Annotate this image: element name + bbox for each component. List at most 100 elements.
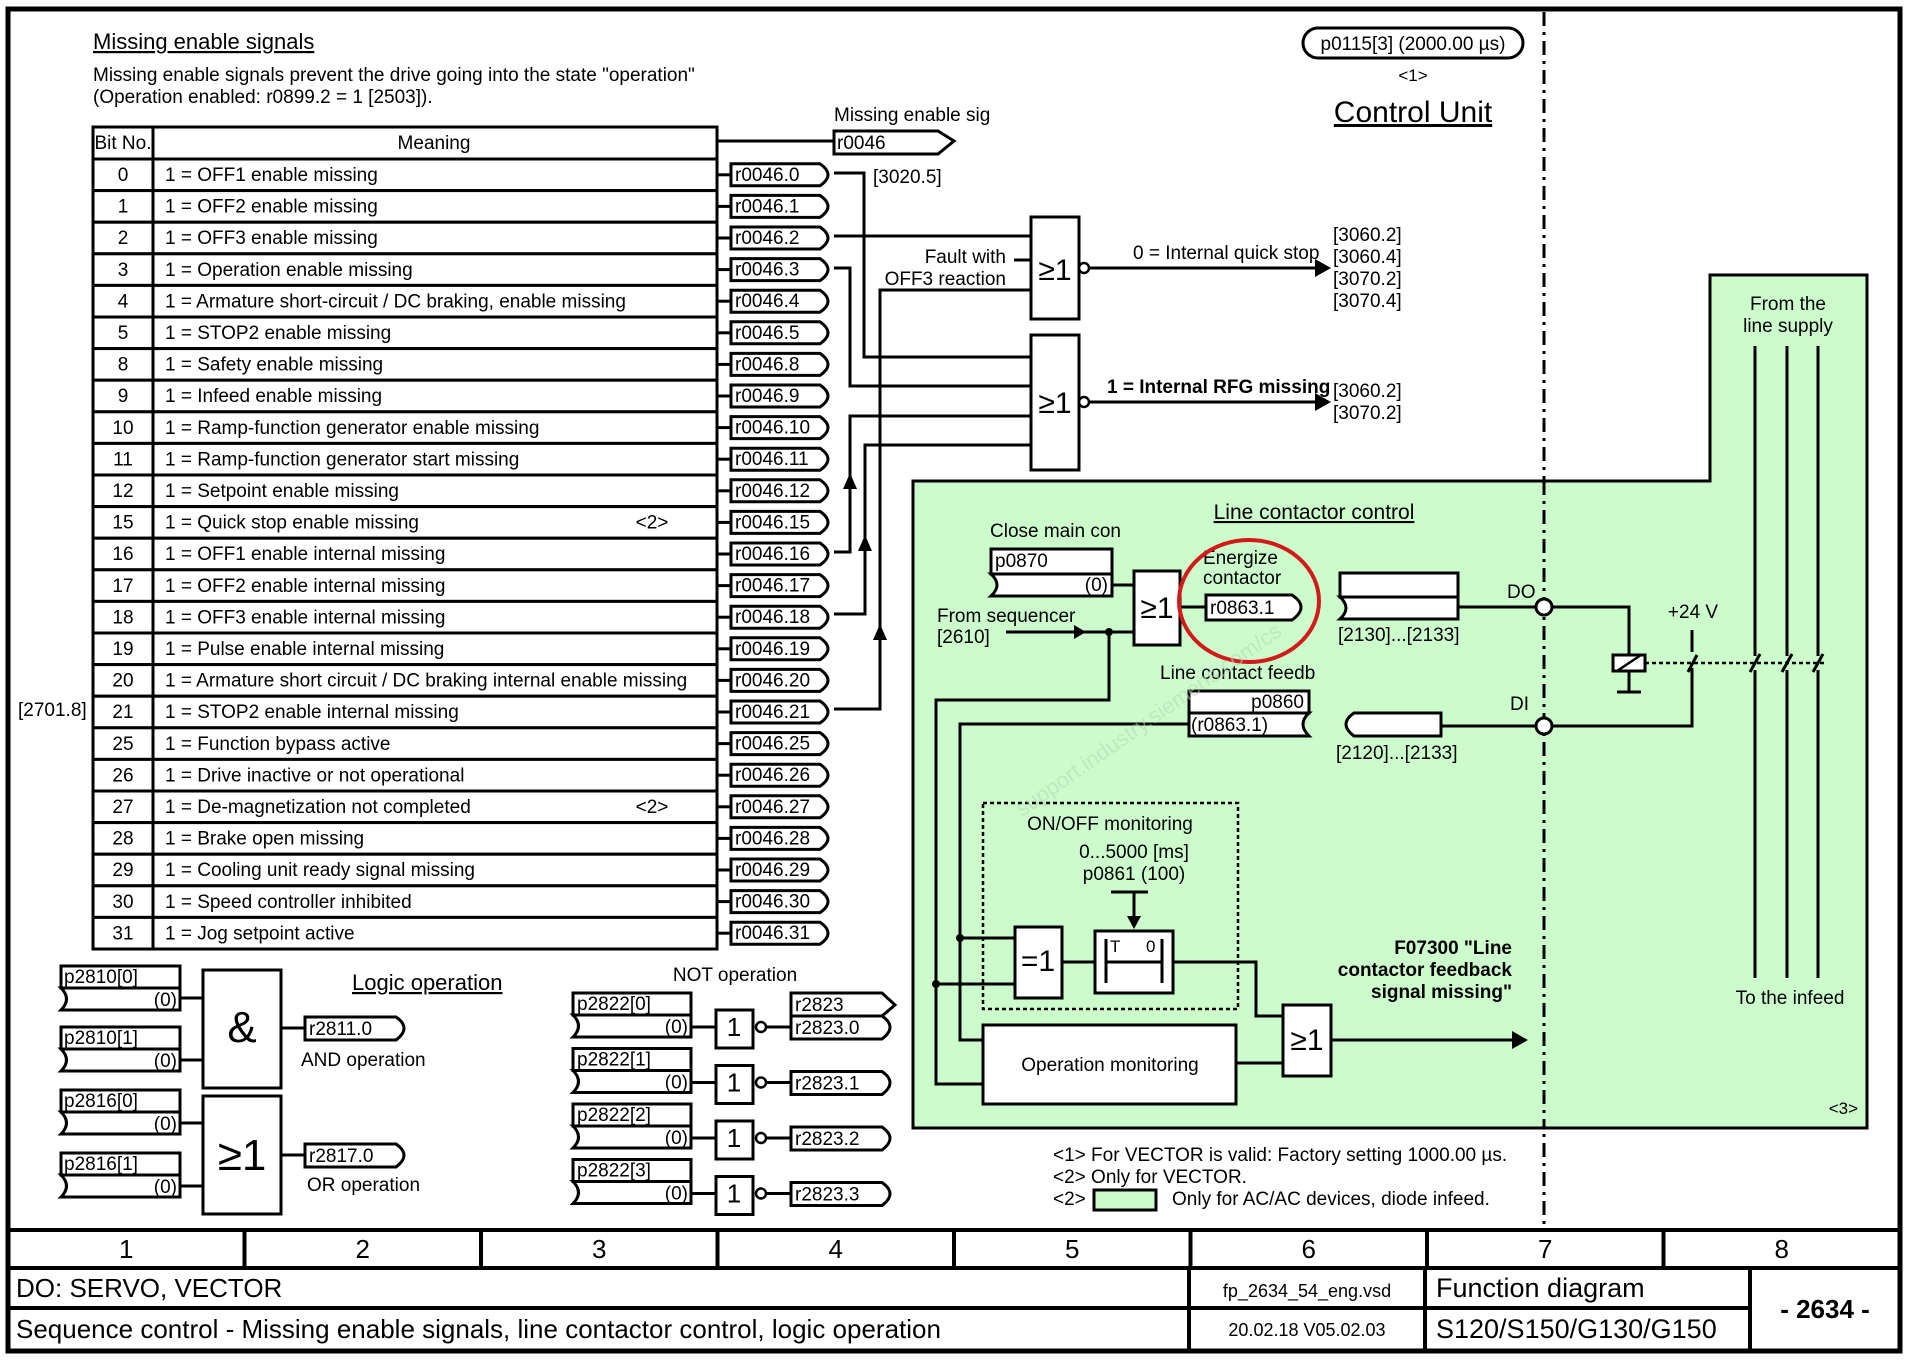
bit-meaning: 1 = Function bypass active — [165, 734, 391, 755]
signal-tag: r0046.17 — [717, 573, 830, 599]
signal-tag: r0046.31 — [717, 920, 830, 946]
signal-tag: r0046.15 — [717, 509, 830, 535]
logic-input-param: p2816[0](0) — [57, 1088, 203, 1136]
bit-meaning: 1 = Ramp-function generator enable missi… — [165, 418, 539, 439]
param-name: p2816[0] — [64, 1091, 138, 1112]
bit-number: 20 — [112, 671, 133, 692]
document-type: Function diagram — [1436, 1273, 1645, 1303]
rfg-ref-1: [3070.2] — [1333, 403, 1402, 424]
column-number: 6 — [1302, 1234, 1316, 1264]
bit-number: 1 — [118, 197, 129, 218]
do-label: DO — [1507, 582, 1536, 603]
bit-number: 16 — [112, 544, 133, 565]
bit-meaning: 1 = Speed controller inhibited — [165, 892, 412, 913]
bit-meaning: 1 = STOP2 enable missing — [165, 323, 391, 344]
signal-tag: r0046.3 — [717, 257, 830, 283]
not-output-signal — [789, 1181, 892, 1207]
signal-tag: r0046.9 — [717, 383, 830, 409]
feedback-param-name: p0860 — [1251, 692, 1304, 713]
quick-stop-ref-0: [3060.2] — [1333, 225, 1402, 246]
column-header-meaning: Meaning — [398, 133, 471, 154]
signal-name: r0046.4 — [735, 291, 800, 312]
not-title: NOT operation — [673, 965, 797, 986]
rfg-output-label: 1 = Internal RFG missing — [1107, 377, 1330, 398]
signal-tag: r0046.16 — [717, 541, 830, 567]
quick-stop-ref-2: [3070.2] — [1333, 269, 1402, 290]
inversion-bubble — [1077, 395, 1091, 409]
param-name: p2822[0] — [577, 994, 651, 1015]
signal-name: r0046.18 — [735, 607, 810, 628]
bit-meaning: 1 = OFF2 enable internal missing — [165, 576, 445, 597]
contactor-or-gate: ≥1 — [1132, 569, 1182, 647]
signal-name: r0046.25 — [735, 734, 810, 755]
param-name: p2810[0] — [64, 967, 138, 988]
bit-number: 12 — [112, 481, 133, 502]
from-sequencer-ref: [2610] — [937, 627, 990, 648]
signal-name: r0046.2 — [735, 228, 799, 249]
energize-signal: r0863.1 — [1210, 598, 1274, 619]
contactor-or-symbol: ≥1 — [1140, 592, 1173, 625]
bit-meaning: 1 = Ramp-function generator start missin… — [165, 449, 519, 470]
column-number: 4 — [829, 1234, 843, 1264]
date-version: 20.02.18 V05.02.03 — [1228, 1320, 1385, 1340]
bit-note: <2> — [636, 513, 669, 534]
sampling-time: p0115[3] (2000.00 µs) — [1321, 34, 1506, 55]
relay-coil-icon — [1611, 653, 1647, 694]
fault-off3-label-2: OFF3 reaction — [885, 269, 1006, 290]
not-output-signal — [789, 1014, 892, 1041]
line-contactor-area — [911, 273, 1869, 1130]
bit-number: 28 — [112, 829, 133, 850]
bit-number: 3 — [118, 260, 129, 281]
param-default: (0) — [154, 990, 177, 1011]
quick-stop-output-label: 0 = Internal quick stop — [1133, 243, 1319, 264]
bit-meaning: 1 = Drive inactive or not operational — [165, 765, 464, 786]
signal-tag: r0046.18 — [717, 604, 830, 630]
bit-meaning: 1 = OFF1 enable internal missing — [165, 544, 445, 565]
arrow-icon — [1315, 393, 1331, 411]
signal-tag: r0046.25 — [717, 731, 830, 757]
signal-tag: r0046.10 — [717, 415, 830, 441]
not-gate — [714, 1119, 755, 1161]
drive-objects: DO: SERVO, VECTOR — [16, 1273, 282, 1303]
signal-name: r0046.28 — [735, 828, 810, 849]
bit-number: 9 — [118, 386, 129, 407]
signal-tag: r0046.19 — [717, 636, 830, 662]
bit-meaning: 1 = Quick stop enable missing — [165, 513, 419, 534]
signal-name: r0046.12 — [735, 481, 810, 502]
signal-name: r0046.16 — [735, 544, 810, 565]
signal-tag: r0046.12 — [717, 478, 830, 504]
description-line-1: Missing enable signals prevent the drive… — [93, 65, 695, 86]
word-output-signal: r0046 — [837, 133, 886, 154]
signal-name: r0046.3 — [735, 260, 799, 281]
word-output-ref: [3020.5] — [873, 167, 942, 188]
and-output: r2811.0 — [309, 1019, 372, 1040]
bit-number: 29 — [112, 860, 133, 881]
signal-tag: r0046.5 — [717, 320, 830, 346]
file-name: fp_2634_54_eng.vsd — [1223, 1281, 1391, 1302]
signal-name: r0046.21 — [735, 702, 810, 723]
footnote-3-prefix: <2> — [1053, 1189, 1086, 1210]
column-number: 3 — [592, 1234, 606, 1264]
fault-label-2: contactor feedback — [1338, 960, 1513, 981]
and-label: AND operation — [301, 1050, 426, 1071]
signal-name: r0046.15 — [735, 512, 810, 533]
feedback-param: p0860 (r0863.1) — [1187, 689, 1313, 738]
fault-label-3: signal missing" — [1371, 982, 1512, 1003]
param-name: p2810[1] — [64, 1028, 138, 1049]
table-row: 16 1 = OFF1 enable internal missing — [91, 536, 719, 572]
